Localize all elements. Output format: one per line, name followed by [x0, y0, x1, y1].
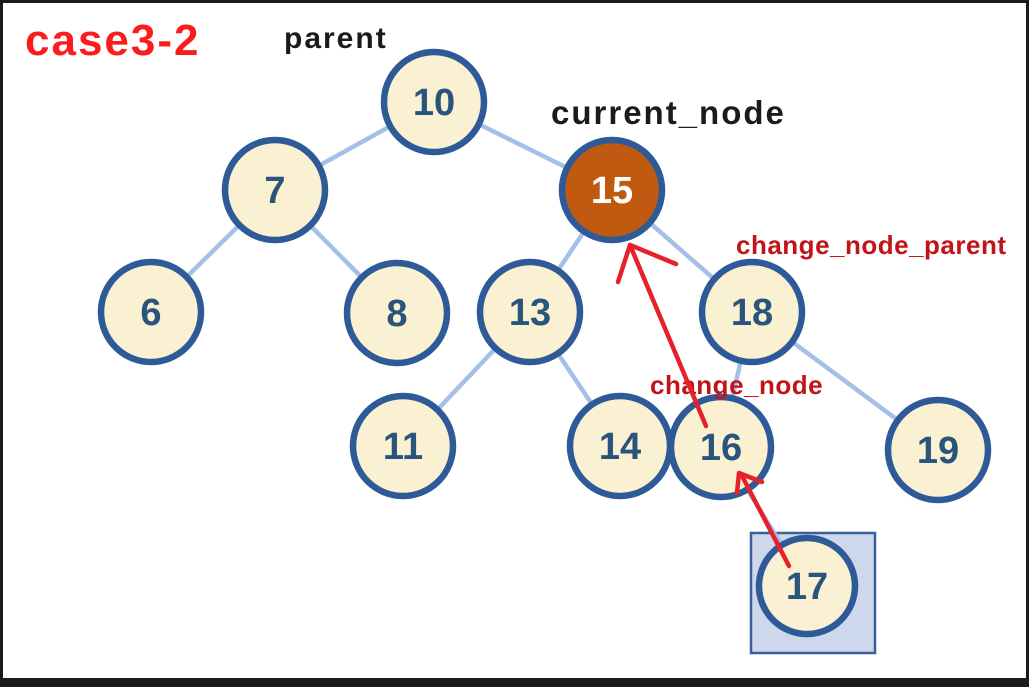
arrow-17-to-16-shaft [738, 471, 792, 569]
node-18-change-node-parent: 18 [698, 258, 806, 366]
node-18-circle [698, 258, 806, 366]
node-11-value: 11 [383, 426, 423, 468]
node-8-circle [343, 259, 451, 367]
node-15-current-node: 15 [558, 136, 666, 244]
node-14: 14 [566, 392, 674, 500]
arrow-17-to-16-head [734, 470, 765, 496]
node-8-value: 8 [386, 293, 407, 335]
node-19: 19 [884, 396, 992, 504]
change-node-label: change_node [650, 370, 823, 400]
arrow-16-to-15 [615, 242, 709, 429]
node-8: 8 [343, 259, 451, 367]
node-10-value: 10 [413, 82, 455, 124]
node-13-circle [476, 258, 584, 366]
case-label: case3-2 [25, 16, 200, 65]
node-16-change-node: 16 [667, 393, 775, 501]
node-16-value: 16 [700, 427, 742, 469]
node-7-value: 7 [264, 170, 285, 212]
parent-label: parent [284, 22, 388, 55]
node-11: 11 [349, 392, 457, 500]
arrow-17-to-16 [734, 470, 792, 569]
arrow-16-to-15-head [615, 242, 679, 285]
node-18-value: 18 [731, 292, 773, 334]
node-17: 17 [755, 534, 859, 638]
node-10-circle [380, 48, 488, 156]
node-7: 7 [221, 136, 329, 244]
node-14-value: 14 [599, 426, 641, 468]
node-7-circle [221, 136, 329, 244]
node-11-circle [349, 392, 457, 500]
frame-bottom-bar [0, 678, 1029, 687]
node-19-value: 19 [917, 430, 959, 472]
node-17-circle [755, 534, 859, 638]
node-15-value: 15 [591, 170, 633, 212]
node-15-circle [558, 136, 666, 244]
node-6-value: 6 [140, 292, 161, 334]
change-node-parent-label: change_node_parent [736, 230, 1007, 260]
node-17-value: 17 [786, 566, 828, 608]
node-19-circle [884, 396, 992, 504]
node-13-value: 13 [509, 292, 551, 334]
current-node-label: current_node [551, 94, 786, 131]
node-13: 13 [476, 258, 584, 366]
node-6-circle [97, 258, 205, 366]
node-6: 6 [97, 258, 205, 366]
node-16-circle [667, 393, 775, 501]
tree-nodes: 10 7 15 6 8 13 [97, 48, 992, 638]
arrow-16-to-15-shaft [627, 242, 709, 429]
node-10: 10 [380, 48, 488, 156]
